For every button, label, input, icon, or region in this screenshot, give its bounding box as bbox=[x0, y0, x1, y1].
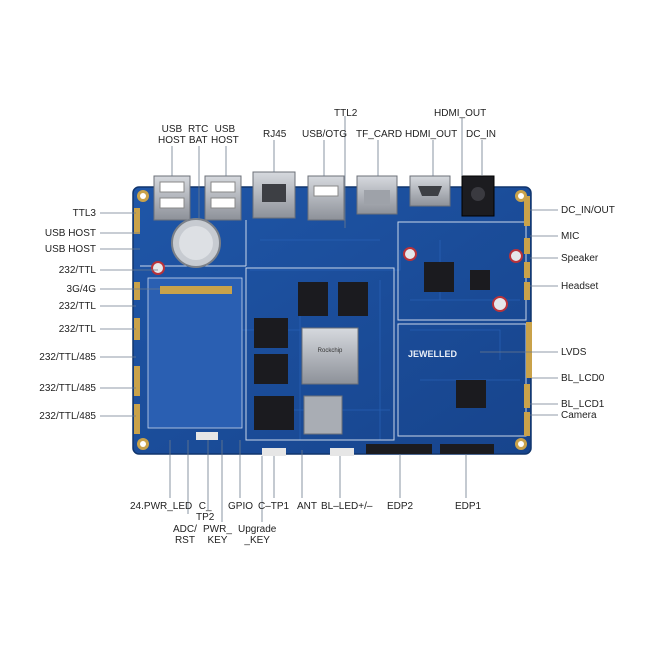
label-c-tp2: C_ TP2 bbox=[196, 501, 215, 523]
rj45-port bbox=[252, 171, 296, 219]
left-pin-headers bbox=[134, 208, 140, 434]
label-dc-in-out: DC_IN/OUT bbox=[561, 205, 615, 216]
ram-chip-3 bbox=[254, 318, 288, 348]
label-edp1: EDP1 bbox=[455, 501, 482, 512]
label-hdmi-out: HDMI_OUT bbox=[405, 129, 458, 140]
label-3g-4g: 3G/4G bbox=[66, 284, 96, 295]
label-ant: ANT bbox=[297, 501, 317, 512]
label-ttl2: TTL2 bbox=[334, 108, 358, 119]
label-bl-lcd1: BL_LCD1 bbox=[561, 399, 605, 410]
label-usb-host-a: USB HOST bbox=[44, 228, 96, 239]
label-camera: Camera bbox=[561, 410, 597, 421]
usb-host-port-1 bbox=[153, 175, 191, 221]
label-dc-in: DC_IN bbox=[466, 129, 497, 140]
label-headset: Headset bbox=[561, 281, 599, 292]
label-mic: MIC bbox=[561, 231, 580, 242]
soc-brand-mark: Rockchip bbox=[318, 348, 343, 354]
label-232-ttl-3: 232/TTL bbox=[58, 324, 96, 335]
ram-chip-1 bbox=[298, 282, 328, 316]
label-adc-rst: ADC/ RST bbox=[173, 524, 197, 546]
usb-otg-port bbox=[307, 175, 345, 221]
edp-chip bbox=[456, 380, 486, 408]
label-usb-host-1: USB HOST bbox=[158, 124, 186, 146]
label-bl-led: BL–LED+/– bbox=[321, 501, 373, 512]
label-usb-host-2: USB HOST bbox=[211, 124, 239, 146]
label-pwr-key: PWR_ KEY bbox=[203, 524, 232, 546]
3g-4g-module bbox=[147, 277, 243, 429]
dc-in-jack bbox=[461, 175, 495, 217]
label-lvds: LVDS bbox=[561, 347, 587, 358]
bottom-pin-headers bbox=[196, 432, 494, 456]
ram-chip-4 bbox=[254, 354, 288, 384]
soc-chip: Rockchip bbox=[301, 327, 359, 385]
label-ttl3: TTL3 bbox=[72, 208, 96, 219]
label-232-ttl-1: 232/TTL bbox=[58, 265, 96, 276]
label-rtc-bat: RTC BAT bbox=[188, 124, 209, 146]
label-upgrade-key: Upgrade _KEY bbox=[238, 524, 277, 546]
label-edp2: EDP2 bbox=[387, 501, 414, 512]
label-232-ttl-485-2: 232/TTL/485 bbox=[39, 383, 96, 394]
label-pwr-led: 24.PWR_LED bbox=[130, 501, 193, 512]
pmic-chip bbox=[424, 262, 454, 292]
board-brand-mark: JEWELLED bbox=[408, 349, 458, 359]
audio-chip bbox=[470, 270, 490, 290]
label-c-tp1: C–TP1 bbox=[258, 501, 290, 512]
label-usb-otg: USB/OTG bbox=[302, 129, 348, 140]
emmc-chip bbox=[254, 396, 294, 430]
right-pin-headers bbox=[524, 196, 532, 436]
label-speaker: Speaker bbox=[561, 253, 599, 264]
mounting-holes bbox=[137, 190, 527, 450]
label-232-ttl-485-1: 232/TTL/485 bbox=[39, 352, 96, 363]
label-gpio: GPIO bbox=[228, 501, 254, 512]
tf-card-slot bbox=[356, 175, 398, 215]
label-bl-lcd0: BL_LCD0 bbox=[561, 373, 605, 384]
hdmi-port bbox=[409, 175, 451, 207]
wifi-module bbox=[303, 395, 343, 435]
capacitors bbox=[151, 247, 523, 312]
label-usb-host-b: USB HOST bbox=[44, 244, 96, 255]
label-232-ttl-2: 232/TTL bbox=[58, 301, 96, 312]
usb-host-port-2 bbox=[204, 175, 242, 221]
label-tf-card: TF_CARD bbox=[356, 129, 403, 140]
rtc-battery bbox=[171, 218, 221, 268]
label-rj45: RJ45 bbox=[263, 129, 287, 140]
leader-lines bbox=[100, 116, 558, 522]
ram-chip-2 bbox=[338, 282, 368, 316]
label-232-ttl-485-3: 232/TTL/485 bbox=[39, 411, 96, 422]
label-hdmi-out-top: HDMI_OUT bbox=[434, 108, 487, 119]
